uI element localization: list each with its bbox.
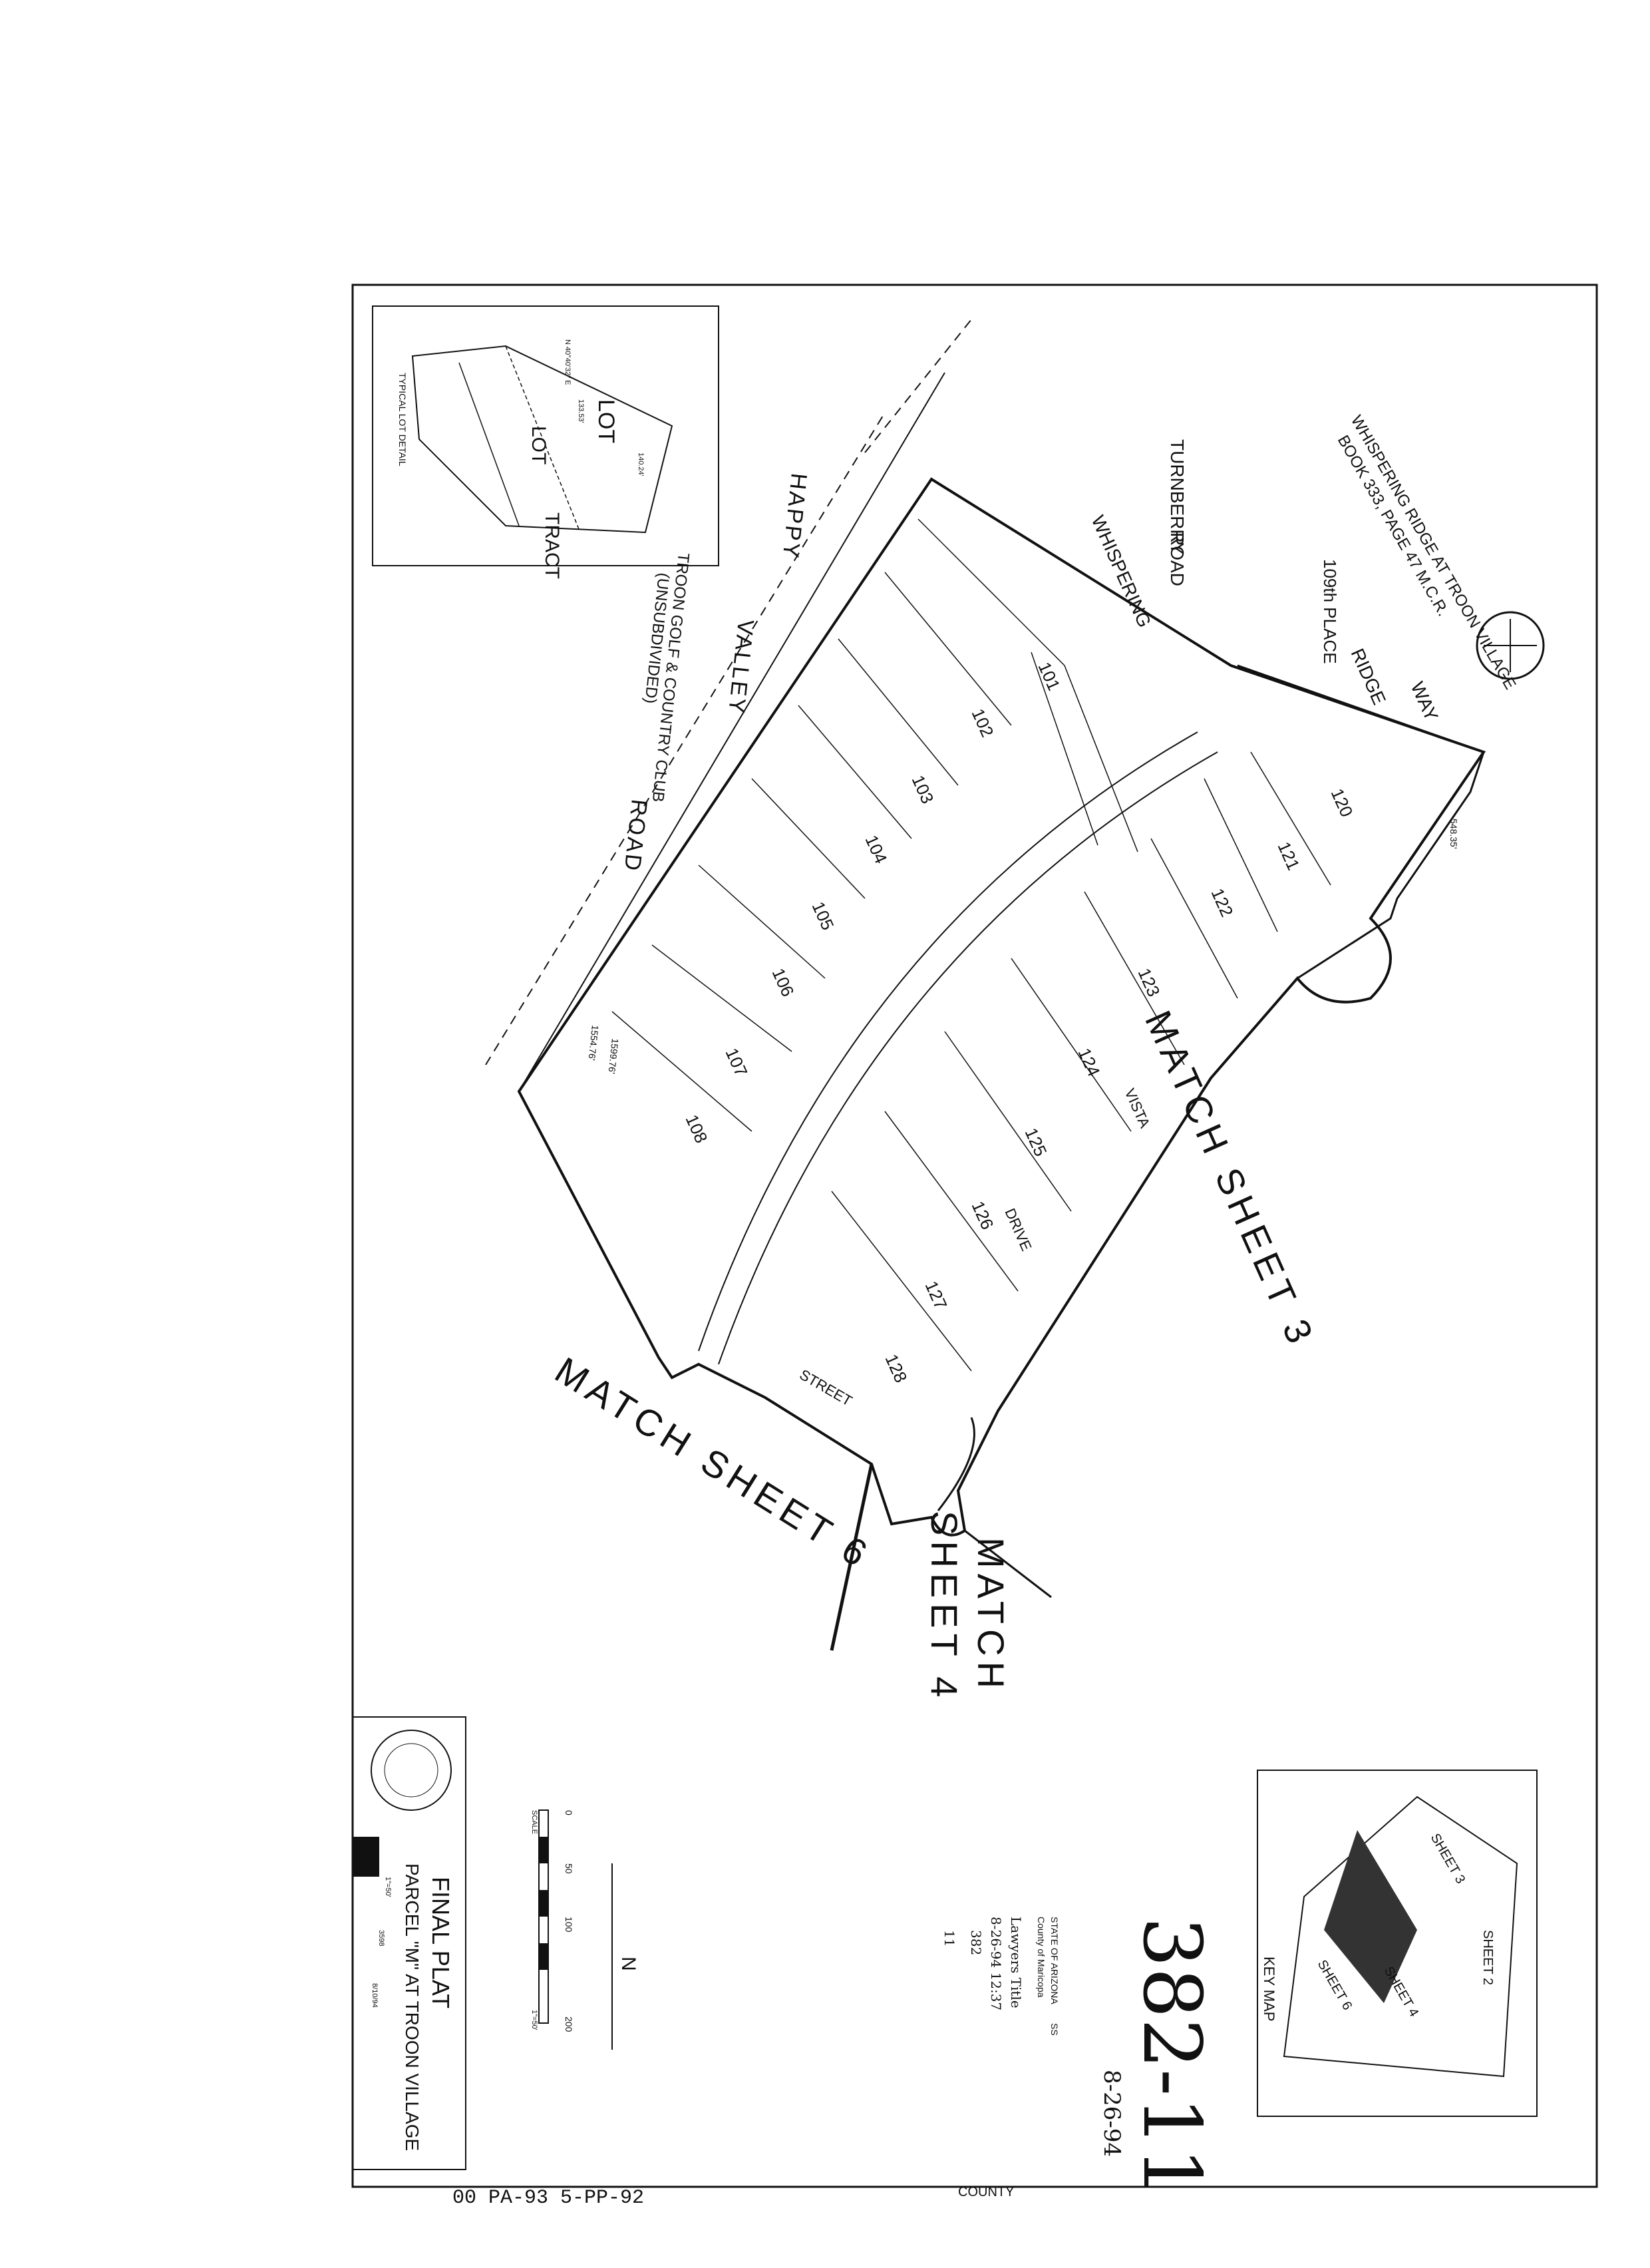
road-happy: HAPPY — [777, 472, 811, 561]
lot-107: 107 — [722, 1045, 752, 1079]
key-map-label: KEY MAP — [1261, 1957, 1277, 2021]
north-arrow-icon — [1476, 611, 1545, 680]
title-final-plat: FINAL PLAT — [427, 1877, 454, 2008]
scale-bar: 0 50 100 200 SCALE 1"=50' N — [530, 1809, 639, 2050]
street-road-2: ROAD — [1167, 532, 1188, 586]
key-map-sheet-6: SHEET 6 — [1315, 1958, 1355, 2013]
whispering-ridge-book: BOOK 333, PAGE 47 M.C.R. — [1334, 433, 1452, 620]
detail-lot-label-1: LOT — [593, 399, 619, 443]
interior-streets: WHISPERING RIDGE WAY TURNBERRY ROAD 109t… — [698, 439, 1442, 1410]
recording-stamp: 382-11 8-26-94 STATE OF ARIZONA County o… — [941, 1917, 1218, 2197]
scale-tick-0: 0 — [564, 1810, 574, 1815]
title-row-date: 8/10/94 — [371, 1983, 379, 2008]
lot-126: 126 — [968, 1198, 998, 1232]
record-ss: SS — [1049, 2023, 1060, 2036]
boundary-dimensions: 548.35' 1554.76' 1599.76' — [586, 819, 1459, 1074]
lot-127: 127 — [921, 1278, 951, 1312]
title-parcel: PARCEL "M" AT TROON VILLAGE — [402, 1863, 422, 2151]
north-label: N — [617, 1957, 639, 1971]
whispering-ridge-name: WHISPERING RIDGE AT TROON VILLAGE — [1347, 413, 1520, 693]
record-state: STATE OF ARIZONA — [1049, 1917, 1060, 2004]
lot-121: 121 — [1274, 839, 1304, 873]
happy-valley-road: HAPPY VALLEY ROAD TROON GOLF & COUNTRY C… — [485, 319, 972, 1092]
match-lines: MATCH SHEET 3 MATCH SHEET 6 MATCH SHEET … — [548, 1004, 1323, 1702]
match-sheet-4: SHEET 4 — [923, 1511, 965, 1702]
key-map-sheet-2: SHEET 2 — [1480, 1930, 1495, 1985]
title-block: FINAL PLAT PARCEL "M" AT TROON VILLAGE 1… — [352, 1716, 466, 2170]
road-valley: VALLEY — [723, 618, 758, 716]
scale-tick-200: 200 — [564, 2016, 574, 2032]
match-label: MATCH — [970, 1537, 1012, 1694]
detail-tract-label: TRACT — [541, 512, 563, 579]
lot-103: 103 — [908, 772, 938, 807]
scale-unit: 1"=50' — [530, 2010, 538, 2030]
street-drive: DRIVE — [1001, 1206, 1035, 1254]
detail-bearing-1: N 40°40'32" E — [564, 339, 572, 385]
lot-120: 120 — [1327, 785, 1357, 820]
footer-county: COUNTY — [958, 2185, 1014, 2199]
lot-108: 108 — [682, 1111, 712, 1146]
record-number: 382-11 — [1125, 1917, 1218, 2197]
record-book: 382 — [968, 1930, 984, 1955]
title-row-job: 3598 — [377, 1930, 385, 1946]
typical-lot-detail: LOT LOT TRACT TYPICAL LOT DETAIL N 40°40… — [372, 305, 719, 579]
record-page: 11 — [941, 1930, 957, 1947]
lot-125: 125 — [1021, 1125, 1051, 1159]
record-title-co: Lawyers Title — [1008, 1917, 1024, 2008]
street-way: WAY — [1407, 679, 1442, 724]
street-ridge: RIDGE — [1347, 646, 1390, 708]
dimension-1554: 1554.76' — [586, 1025, 600, 1061]
street-turnberry: TURNBERRY — [1167, 439, 1188, 555]
lot-lines — [611, 518, 1331, 1372]
detail-title: TYPICAL LOT DETAIL — [397, 373, 408, 467]
scale-label: SCALE — [530, 1810, 538, 1834]
footer-code: 00 PA-93 5-PP-92 — [452, 2187, 644, 2209]
key-map-sheet-3: SHEET 3 — [1428, 1831, 1468, 1887]
dimension-1599: 1599.76' — [606, 1038, 620, 1075]
lot-102: 102 — [968, 705, 998, 740]
parcel-boundary — [517, 477, 1486, 1537]
detail-lot-label-2: LOT — [528, 426, 550, 465]
record-date: 8-26-94 — [1098, 2070, 1125, 2157]
key-map: KEY MAP SHEET 2 SHEET 3 SHEET 4 SHEET 6 — [1257, 1770, 1538, 2117]
lot-106: 106 — [768, 965, 798, 1000]
lot-105: 105 — [808, 898, 838, 933]
lot-101: 101 — [1035, 659, 1065, 693]
record-datetime: 8-26-94 12:37 — [988, 1917, 1004, 2010]
title-row-scale: 1"=50' — [384, 1877, 392, 1897]
lot-124: 124 — [1074, 1045, 1104, 1079]
lot-123: 123 — [1134, 965, 1164, 1000]
sheet-border — [351, 284, 1598, 2188]
lot-122: 122 — [1208, 885, 1238, 920]
detail-dist-2: 140.24' — [637, 453, 645, 476]
scale-tick-100: 100 — [564, 1917, 574, 1933]
lot-128: 128 — [882, 1351, 911, 1386]
street-109th-place: 109th PLACE — [1320, 559, 1340, 664]
scale-tick-50: 50 — [564, 1863, 574, 1874]
road-road: ROAD — [619, 798, 652, 874]
lot-104: 104 — [862, 832, 892, 866]
street-street: STREET — [797, 1366, 856, 1410]
street-whispering: WHISPERING — [1088, 512, 1156, 630]
dimension-548: 548.35' — [1448, 819, 1459, 849]
record-county: County of Maricopa — [1036, 1917, 1047, 1998]
detail-dist-1: 133.53' — [577, 399, 585, 423]
